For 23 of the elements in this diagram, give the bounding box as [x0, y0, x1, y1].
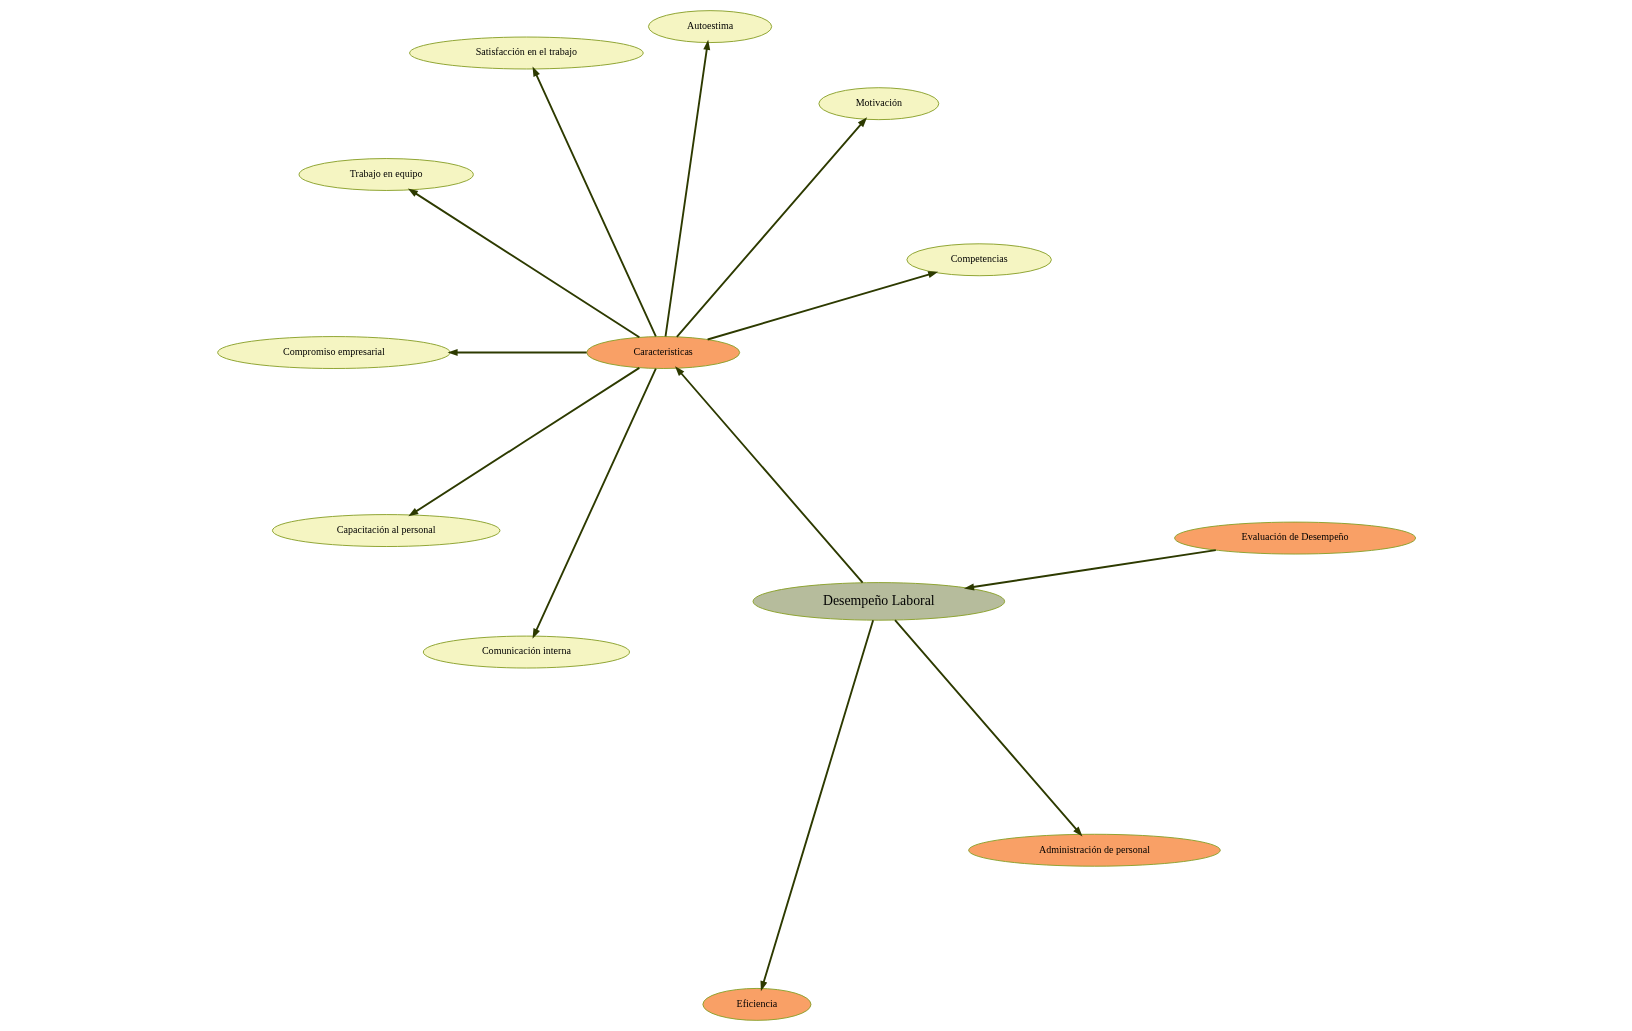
node-ellipse: Comunicación interna: [422, 635, 630, 669]
node-ellipse: Evaluación de Desempeño: [1173, 521, 1416, 555]
node-ellipse: Autoestima: [647, 10, 772, 44]
node-ellipse: Compromiso empresarial: [216, 336, 451, 369]
arrow: [963, 549, 1217, 591]
node-ellipse: Eficiencia: [701, 987, 811, 1021]
node-ellipse: Motivación: [817, 87, 939, 121]
node-ellipse: Satisfacción en el trabajo: [408, 36, 644, 70]
node-ellipse: Caracteristicas: [585, 336, 740, 369]
node-ellipse: Trabajo en equipo: [298, 158, 474, 191]
node-ellipse: Administración de personal: [967, 833, 1221, 867]
arrow: [674, 366, 864, 584]
arrow: [532, 66, 657, 338]
arrow: [407, 188, 640, 339]
arrow: [759, 619, 874, 992]
arrow: [893, 619, 1082, 837]
arrow: [706, 271, 938, 341]
arrow: [664, 39, 710, 338]
node-ellipse: Capacitación al personal: [271, 514, 500, 547]
arrow: [447, 349, 588, 357]
arrow: [532, 367, 657, 639]
arrow: [675, 117, 867, 338]
arrow: [407, 366, 640, 517]
